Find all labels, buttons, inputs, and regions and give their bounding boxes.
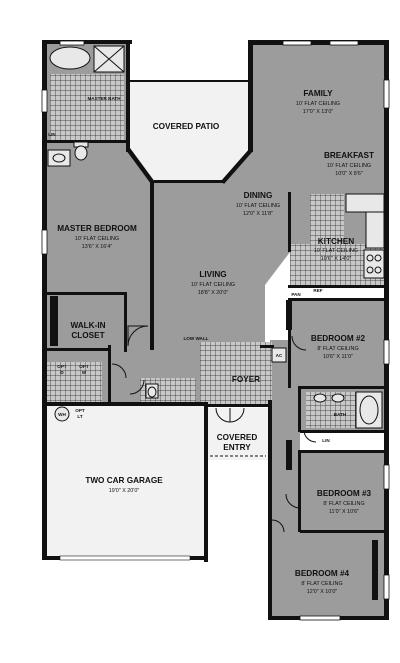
ref-label: REF — [313, 288, 322, 293]
bedroom2-ceiling: 8' FLAT CEILING — [317, 346, 358, 352]
covered-entry-floor — [204, 408, 270, 460]
ac-label: AC — [276, 353, 283, 358]
bedroom4-ceiling: 8' FLAT CEILING — [301, 581, 342, 587]
garage-label: TWO CAR GARAGE — [85, 476, 163, 485]
family-size: 17'0" X 13'0" — [303, 109, 334, 115]
bedroom3-size: 11'0" X 10'6" — [329, 509, 359, 515]
breakfast-ceiling: 10' FLAT CEILING — [327, 163, 371, 169]
opt-w-label: OPT — [79, 364, 89, 369]
kitchen-label: KITCHEN — [318, 237, 354, 246]
bathtub-icon — [49, 46, 91, 70]
range-icon — [363, 249, 385, 279]
bath-label: BATH — [334, 412, 347, 417]
garage-door — [59, 555, 191, 561]
kitchen-counter-icon — [345, 193, 385, 249]
walk-in-closet-label: WALK-IN — [70, 321, 105, 330]
bath-sink-icon — [313, 393, 345, 403]
garage-floor — [46, 405, 204, 557]
bedroom3-ceiling: 8' FLAT CEILING — [323, 501, 364, 507]
opt-lt-label: OPT — [75, 408, 85, 413]
fixtures — [47, 45, 385, 429]
shower-icon — [93, 45, 125, 73]
bedroom4-label: BEDROOM #4 — [295, 569, 350, 578]
bath-tub-2-icon — [355, 391, 383, 429]
small-labels: LOW WALL PAN REF AC LIN LIN OPT D OPT W … — [48, 132, 330, 443]
dining-label: DINING — [244, 191, 273, 200]
master-bedroom-size: 13'6" X 16'4" — [82, 244, 113, 250]
toilet-icon — [73, 141, 89, 161]
covered-patio-label: COVERED PATIO — [153, 122, 220, 131]
master-bath-label: MASTER BATH — [87, 96, 121, 101]
swing-door-icon — [111, 325, 317, 533]
low-wall-label: LOW WALL — [183, 336, 208, 341]
lin-hall-label: LIN — [322, 438, 330, 443]
bedroom3-label: BEDROOM #3 — [317, 489, 372, 498]
lin-bath-label: LIN — [48, 132, 56, 137]
living-ceiling: 10' FLAT CEILING — [191, 282, 235, 288]
breakfast-label: BREAKFAST — [324, 151, 374, 160]
powder-toilet-icon — [145, 383, 159, 399]
opt-w-label-2: W — [82, 370, 87, 375]
living-label: LIVING — [199, 270, 226, 279]
foyer-label: FOYER — [232, 375, 260, 384]
garage-size: 19'0" X 20'0" — [109, 488, 140, 494]
opt-d-label-2: D — [60, 370, 64, 375]
wh-label: WH — [58, 412, 66, 417]
walk-in-closet-label-2: CLOSET — [71, 331, 104, 340]
sink-icon — [47, 149, 71, 167]
room-labels: MASTER BATH COVERED PATIO FAMILY 10' FLA… — [57, 89, 374, 595]
bedroom4-size: 12'0" X 10'0" — [307, 589, 338, 595]
opt-d-label: OPT — [57, 364, 67, 369]
dining-ceiling: 10' FLAT CEILING — [236, 203, 280, 209]
ac-unit-icon — [271, 347, 287, 363]
water-heater-icon — [54, 406, 70, 422]
master-bedroom-ceiling: 10' FLAT CEILING — [75, 236, 119, 242]
covered-entry-label: COVERED — [217, 433, 258, 442]
covered-entry-label-2: ENTRY — [223, 443, 251, 452]
windows — [41, 40, 390, 621]
opt-lt-label-2: LT — [77, 414, 82, 419]
living-size: 18'8" X 20'0" — [198, 290, 229, 296]
master-bedroom-label: MASTER BEDROOM — [57, 224, 137, 233]
family-label: FAMILY — [303, 89, 333, 98]
kitchen-size: 10'6" X 14'0" — [321, 256, 352, 262]
breakfast-size: 10'0" X 8'6" — [335, 171, 363, 177]
bedroom2-label: BEDROOM #2 — [311, 334, 366, 343]
pan-label: PAN — [291, 292, 301, 297]
dining-size: 12'0" X 11'8" — [243, 211, 273, 217]
family-ceiling: 10' FLAT CEILING — [296, 101, 340, 107]
kitchen-ceiling: 10' FLAT CEILING — [314, 248, 358, 254]
bedroom2-size: 10'6" X 11'0" — [323, 354, 353, 360]
covered-patio-floor — [128, 82, 250, 182]
